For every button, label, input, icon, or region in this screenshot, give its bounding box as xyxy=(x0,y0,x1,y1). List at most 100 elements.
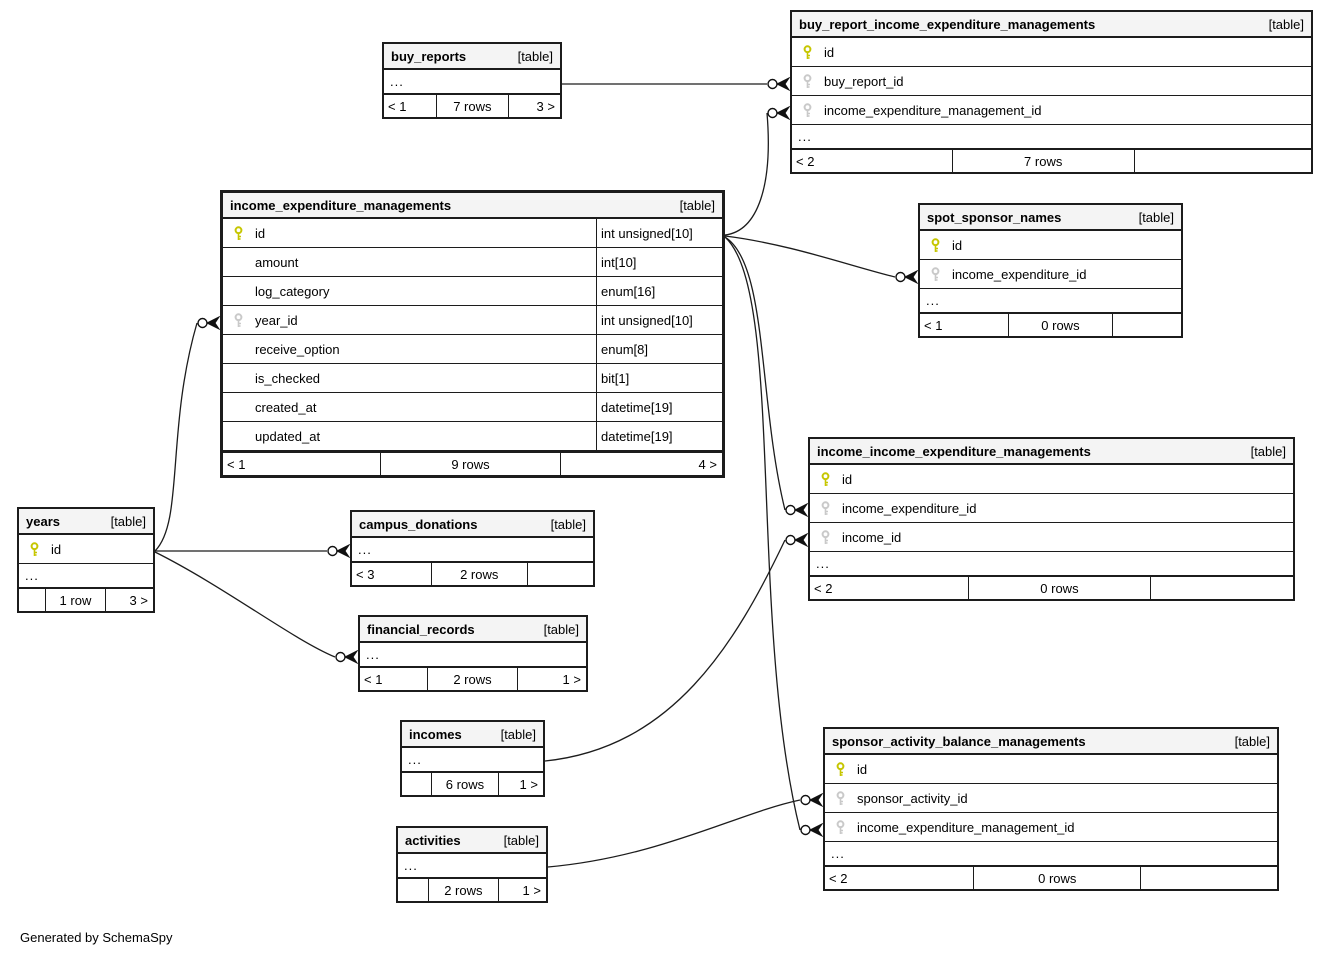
footer-next-columns xyxy=(1141,867,1277,889)
column-row-id: id xyxy=(19,535,153,564)
column-row-log_category: log_category enum[16] xyxy=(223,277,722,306)
table-header-financial_records[interactable]: financial_records[table] xyxy=(360,617,586,643)
rel-years-id-iem-year-id xyxy=(154,315,221,552)
crow-foot-arrow xyxy=(335,543,351,559)
table-footer: 1 row 3 > xyxy=(19,587,153,611)
column-type: datetime[19] xyxy=(596,393,722,421)
table-name: activities xyxy=(405,832,461,848)
footer-row-count: 7 rows xyxy=(437,95,509,117)
zero-circle-marker xyxy=(197,317,208,329)
footer-prev-columns: < 2 xyxy=(810,577,970,599)
column-name: year_id xyxy=(255,312,298,328)
foreign-key-icon xyxy=(792,102,822,118)
footer-next-columns: 3 > xyxy=(536,98,555,114)
table-name: sponsor_activity_balance_managements xyxy=(832,733,1086,749)
foreign-key-icon xyxy=(792,73,822,89)
footer-row-count: 7 rows xyxy=(953,150,1135,172)
table-name: financial_records xyxy=(367,621,475,637)
crow-foot-arrow xyxy=(343,649,359,665)
table-type-badge: [table] xyxy=(503,832,539,848)
table-header-incomes[interactable]: incomes[table] xyxy=(402,722,543,748)
column-row-income_expenditure_id: income_expenditure_id xyxy=(920,260,1181,289)
column-row-year_id: year_id int unsigned[10] xyxy=(223,306,722,335)
footer-row-count: 6 rows xyxy=(432,773,500,795)
column-name: income_expenditure_management_id xyxy=(824,102,1042,118)
column-row-id: id xyxy=(792,38,1311,67)
primary-key-icon xyxy=(825,761,855,777)
table-type-badge: [table] xyxy=(1268,16,1304,32)
rel-iem-id-briem-management-id xyxy=(724,105,791,236)
column-name: id xyxy=(952,237,963,253)
table-buy_report_income_expenditure_managements: buy_report_income_expenditure_management… xyxy=(790,10,1313,174)
footer-row-count: 9 rows xyxy=(381,453,561,475)
column-name: income_expenditure_management_id xyxy=(857,819,1075,835)
column-type: bit[1] xyxy=(596,364,722,392)
more-columns-ellipsis: ... xyxy=(366,647,380,662)
table-header-income_income_expenditure_managements[interactable]: income_income_expenditure_managements [ta… xyxy=(810,439,1293,465)
footer-row-count: 2 rows xyxy=(429,879,499,901)
more-columns-ellipsis: ... xyxy=(831,846,845,861)
table-name: income_income_expenditure_managements xyxy=(817,443,1091,459)
primary-key-icon xyxy=(810,471,840,487)
column-type: datetime[19] xyxy=(596,422,722,450)
zero-circle-marker xyxy=(335,651,346,663)
table-type-badge: [table] xyxy=(517,48,553,64)
column-name: income_expenditure_id xyxy=(952,266,1087,282)
column-type: int unsigned[10] xyxy=(596,306,722,334)
column-type: enum[16] xyxy=(596,277,722,305)
column-row-id: id xyxy=(825,755,1277,784)
footer-prev-columns: < 1 xyxy=(223,453,382,475)
more-columns-ellipsis: ... xyxy=(358,542,372,557)
more-columns-ellipsis: ... xyxy=(926,293,940,308)
column-type: enum[8] xyxy=(596,335,722,363)
table-header-buy_reports[interactable]: buy_reports[table] xyxy=(384,44,560,70)
column-name: log_category xyxy=(255,283,330,299)
table-name: spot_sponsor_names xyxy=(927,209,1062,225)
more-columns-ellipsis: ... xyxy=(390,74,404,89)
foreign-key-icon xyxy=(810,500,840,516)
footer-next-columns xyxy=(1113,314,1181,336)
zero-circle-marker xyxy=(895,271,906,283)
table-header-buy_report_income_expenditure_managements[interactable]: buy_report_income_expenditure_management… xyxy=(792,12,1311,38)
table-type-badge: [table] xyxy=(1138,209,1174,225)
footer-row-count: 1 row xyxy=(46,589,107,611)
column-name: is_checked xyxy=(255,370,321,386)
footer-prev-columns: < 1 xyxy=(360,668,428,690)
zero-circle-marker xyxy=(800,794,811,806)
column-row-sponsor_activity_id: sponsor_activity_id xyxy=(825,784,1277,813)
table-type-badge: [table] xyxy=(550,516,586,532)
table-type-badge: [table] xyxy=(500,726,536,742)
column-type: int unsigned[10] xyxy=(596,219,722,247)
primary-key-icon xyxy=(19,541,49,557)
table-header-activities[interactable]: activities [table] xyxy=(398,828,546,854)
crow-foot-arrow xyxy=(808,822,824,838)
footer-row-count: 2 rows xyxy=(428,668,519,690)
zero-circle-marker xyxy=(785,534,796,546)
table-header-spot_sponsor_names[interactable]: spot_sponsor_names [table] xyxy=(920,205,1181,231)
table-header-campus_donations[interactable]: campus_donations[table] xyxy=(352,512,593,538)
footer-next-columns: 3 > xyxy=(129,592,148,608)
footer-next-columns: 1 > xyxy=(562,671,581,687)
table-header-income_expenditure_managements[interactable]: income_expenditure_managements[table] xyxy=(223,193,722,219)
column-name: id xyxy=(842,471,853,487)
table-header-years[interactable]: years[table] xyxy=(19,509,153,535)
column-name: income_id xyxy=(842,529,902,545)
primary-key-icon xyxy=(223,225,253,241)
table-header-sponsor_activity_balance_managements[interactable]: sponsor_activity_balance_managements[tab… xyxy=(825,729,1277,755)
footer-prev-columns: < 3 xyxy=(352,563,432,585)
foreign-key-icon xyxy=(920,266,950,282)
table-footer: 6 rows 1 > xyxy=(402,771,543,795)
footer-next-columns: 1 > xyxy=(519,776,538,792)
table-type-badge: [table] xyxy=(1250,443,1286,459)
